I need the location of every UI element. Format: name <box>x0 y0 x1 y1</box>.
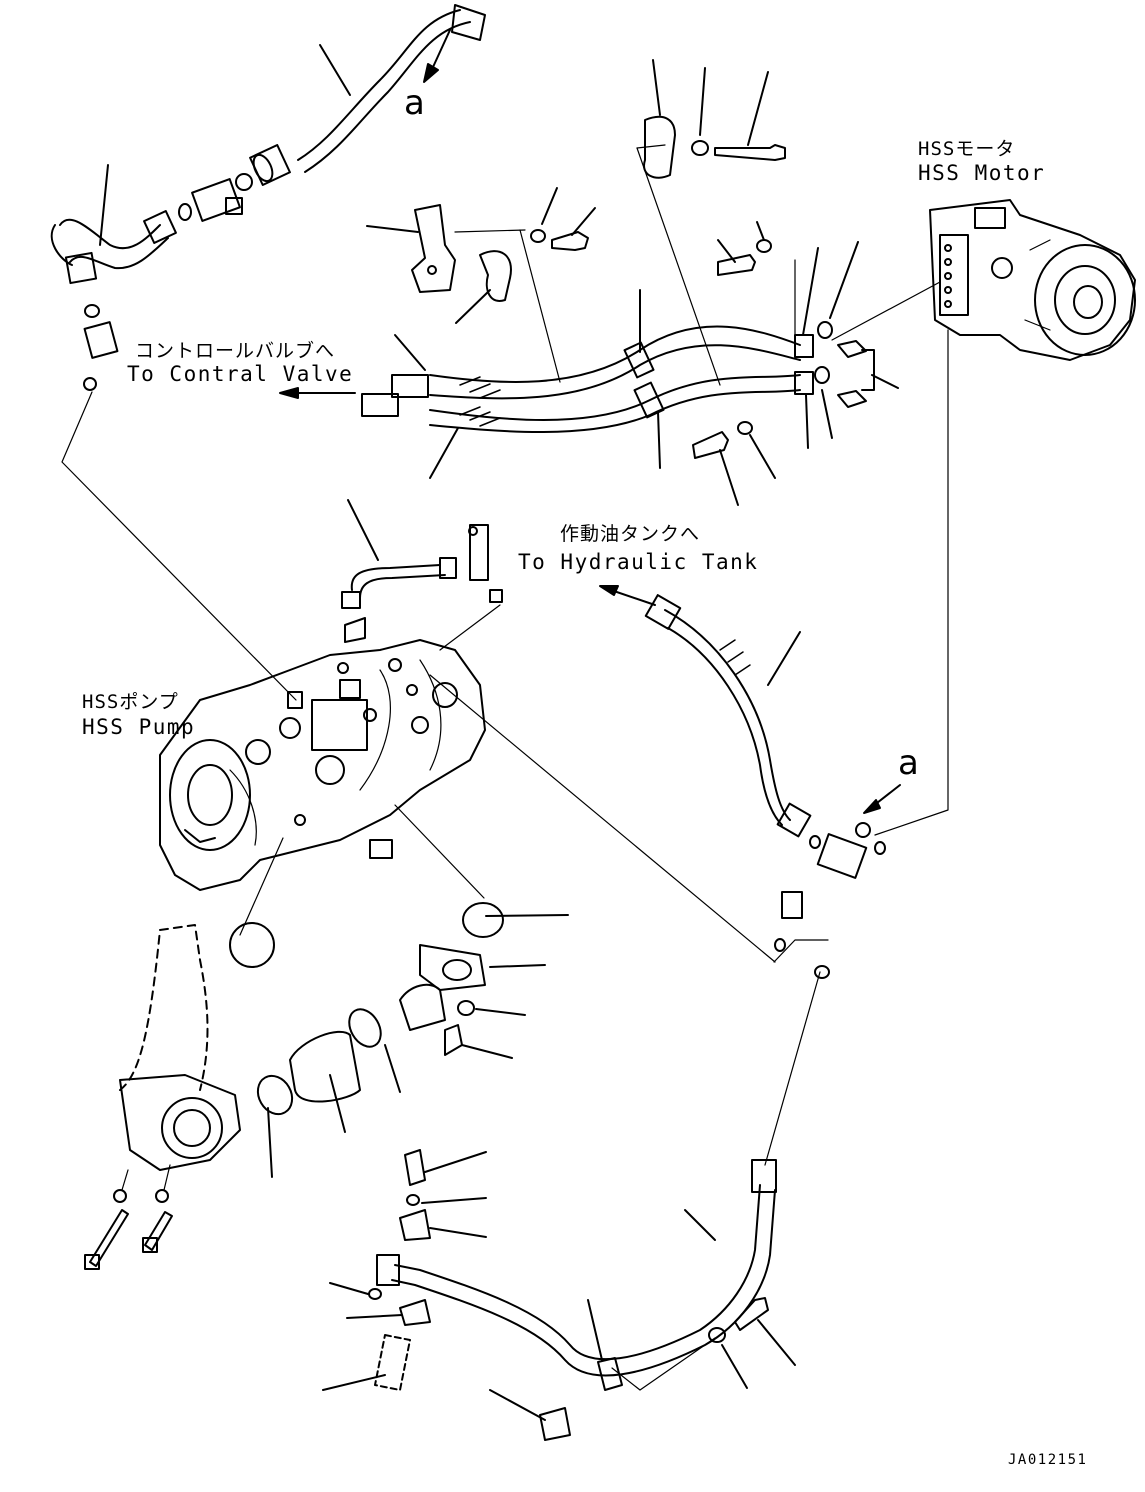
hss-motor-label-jp: HSSモータ <box>918 138 1016 160</box>
hss-pump-label-en: HSS Pump <box>82 715 196 739</box>
control-valve-label-en: To Contral Valve <box>127 362 354 386</box>
hose-clamps <box>256 1008 401 1178</box>
arrow-to-tank <box>599 585 656 606</box>
motor-leader-1 <box>831 281 941 341</box>
tee-fitting-upper <box>178 173 253 222</box>
clamp-top-right <box>643 59 786 179</box>
hss-motor <box>929 199 1136 361</box>
arrow-to-a-top <box>423 29 451 83</box>
tank-hose <box>644 594 812 838</box>
lower-drain-pipe <box>376 971 821 1391</box>
tee-fitting-right <box>773 822 886 979</box>
reference-a-right: a <box>898 743 919 783</box>
motor-leader-2 <box>874 329 949 836</box>
bolt-upper-center <box>530 187 596 251</box>
leader-lines-top <box>454 144 796 386</box>
bolts-mid <box>692 221 776 506</box>
hss-motor-label-en: HSS Motor <box>918 161 1046 185</box>
bracket-lower <box>322 1149 571 1441</box>
upper-left-hose <box>249 4 486 186</box>
control-valve-label-jp: コントロールバルブへ <box>135 340 336 362</box>
hss-pump-label-jp: HSSポンプ <box>82 691 179 713</box>
drawing-code: JA012151 <box>1008 1452 1088 1468</box>
right-hose-fittings <box>794 241 899 449</box>
bracket-upper-left <box>366 204 456 293</box>
suction-elbow <box>119 922 275 1171</box>
bolt-lower-right <box>611 1297 796 1391</box>
twin-hoses <box>361 289 801 479</box>
pump-leader-lines <box>61 391 776 963</box>
pump-bolts <box>84 1164 173 1270</box>
elbow-fitting-left <box>83 304 119 391</box>
left-elbow-hose <box>50 164 177 285</box>
pilot-hose <box>337 499 503 674</box>
arrow-to-a-right <box>863 784 901 814</box>
hydraulic-tank-label-en: To Hydraulic Tank <box>518 550 759 574</box>
reference-a-top: a <box>404 83 425 123</box>
clamp-upper <box>455 250 512 324</box>
flange-upper <box>399 902 569 1059</box>
hydraulic-tank-label-jp: 作動油タンクへ <box>560 523 701 545</box>
arrow-to-control-valve <box>279 387 356 399</box>
hss-pump <box>159 639 486 891</box>
